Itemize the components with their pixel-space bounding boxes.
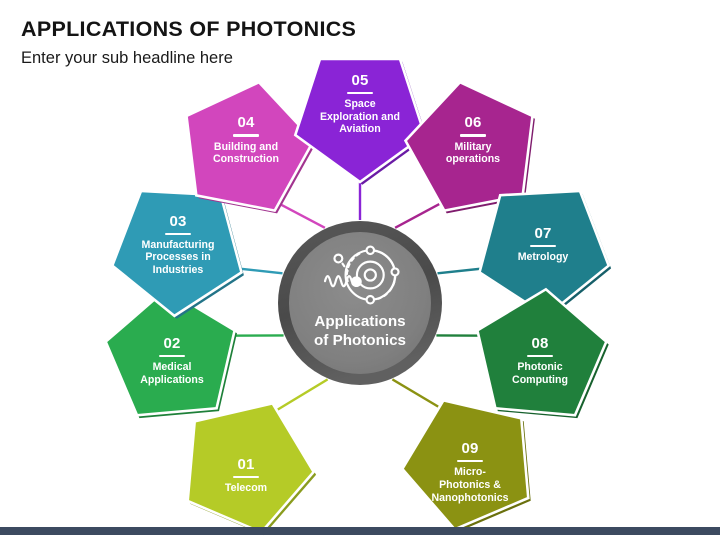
pentagon-nodes [104, 57, 612, 536]
pentagon-01[interactable] [186, 401, 316, 534]
pentagon-04[interactable] [185, 80, 316, 213]
page-title: APPLICATIONS OF PHOTONICS [21, 17, 357, 41]
pentagon-05[interactable] [293, 57, 427, 184]
page-subtitle: Enter your sub headline here [21, 49, 233, 67]
center-hub[interactable] [278, 221, 442, 385]
atom-photonics-icon [323, 245, 400, 305]
pentagon-09[interactable] [400, 398, 530, 531]
pentagon-03[interactable] [110, 189, 244, 318]
pentagon-08[interactable] [475, 287, 608, 417]
pentagon-06[interactable] [403, 80, 534, 213]
footer-bar [0, 527, 720, 535]
